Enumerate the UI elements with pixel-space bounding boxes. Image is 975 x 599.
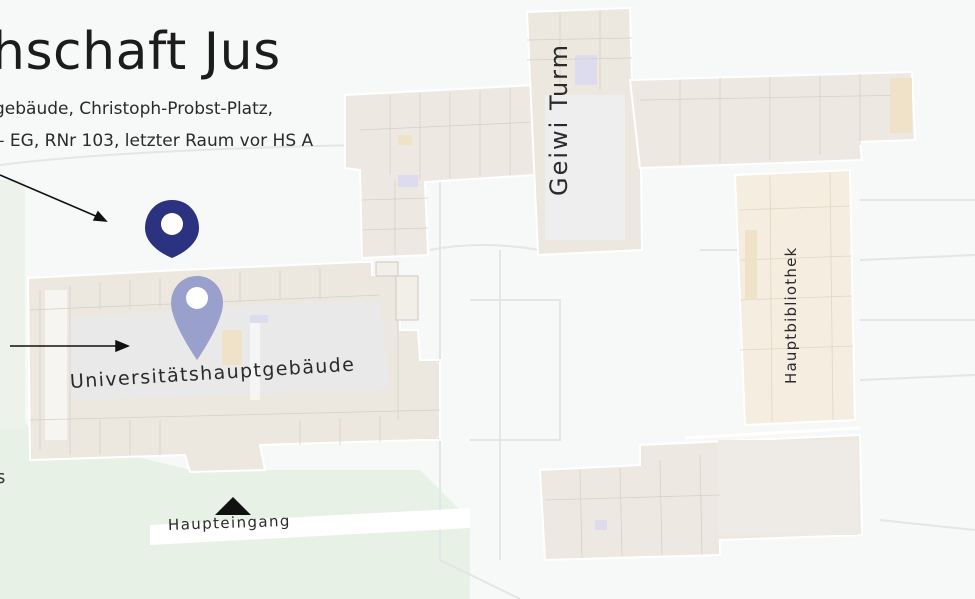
library-connector [684, 426, 861, 440]
entrance-path [150, 508, 470, 545]
entrance-triangle-icon [215, 497, 251, 515]
grass-area [0, 380, 470, 599]
geiwi-tower [525, 6, 644, 257]
page-title: hschaft Jus [0, 22, 281, 82]
address-line-1: gebäude, Christoph-Probst-Platz, [0, 99, 274, 119]
side-text-fragment: s [0, 467, 6, 488]
address-line-2: – EG, RNr 103, letzter Raum vor HS A [0, 131, 314, 151]
secondary-location-pin-icon [171, 276, 223, 360]
pointer-arrow-lower [10, 339, 130, 353]
primary-location-pin-icon [145, 200, 199, 258]
main-building [26, 261, 441, 474]
footpaths [0, 140, 975, 599]
grass-area-left [0, 180, 25, 430]
library-label: Hauptbibliothek [782, 246, 800, 384]
library-building [733, 168, 857, 427]
south-building [538, 433, 864, 562]
tower-label: Geiwi Turm [545, 42, 573, 196]
east-wing [628, 70, 917, 170]
pointer-arrow-upper [0, 174, 108, 222]
